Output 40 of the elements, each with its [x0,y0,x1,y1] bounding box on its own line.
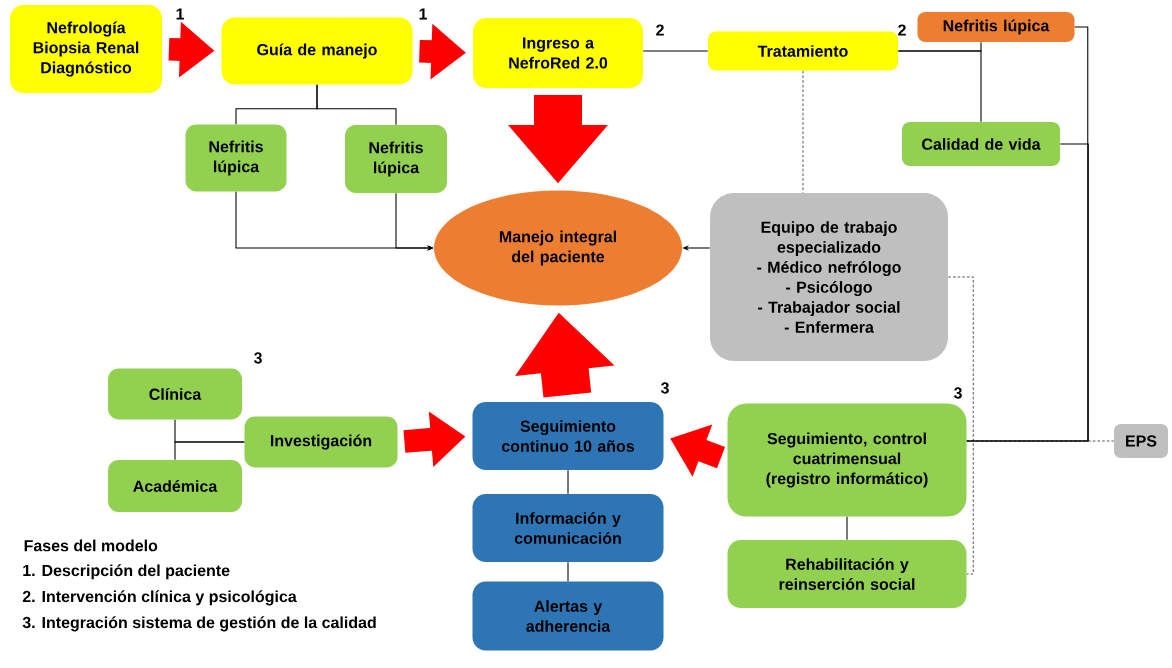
process-box: Alertas y adherencia [472,581,664,651]
process-box: Clínica [108,368,242,420]
phase-number: 1 [419,8,427,20]
process-box: Nefritis lúpica [345,125,447,193]
connector-line [897,50,982,123]
process-box: Académica [108,460,242,512]
phase-number: 3 [953,387,962,399]
phase-number: 3 [660,382,669,394]
connector-line [642,50,709,52]
connector-line [947,276,974,575]
phase-number: 3 [253,352,262,364]
connector-line [966,440,1115,442]
process-box: Equipo de trabajo especializado - Médico nefrólogo - Psicólogo - Trabajador social - Enfermera [710,193,948,361]
process-box: Rehabilitación y reinserción social [727,540,967,608]
phase-number: 2 [898,24,906,36]
phase-number: 1 [176,8,184,20]
process-box: Investigación [244,416,398,468]
process-box: Calidad de vida [902,122,1060,166]
process-box: EPS [1114,424,1168,458]
connector-line [802,70,804,194]
phase-number: 2 [656,24,664,36]
process-box: Nefritis lúpica [185,124,287,192]
legend-item: 2. Intervención clínica y psicológica [22,590,297,606]
process-box: Ingreso a NefroRed 2.0 [473,18,643,88]
process-box: Seguimiento, control cuatrimensual (registro informático) [727,403,967,517]
legend-item: 3. Integración sistema de gestión de la calidad [22,616,376,632]
process-box: Seguimiento continuo 10 años [472,402,664,470]
process-box: Nefritis lúpica [917,12,1075,42]
connector-line [567,561,569,582]
connector-line [316,84,397,126]
legend-item: 1. Descripción del paciente [23,564,230,580]
process-box: Tratamiento [708,31,898,71]
connector-line [174,441,245,461]
connector-line [567,469,569,495]
connector-line [846,516,848,541]
process-box: Nefrología Biopsia Renal Diagnóstico [10,5,162,93]
process-box: Información y comunicación [472,494,664,562]
process-box: Guía de manejo [221,17,413,85]
legend-heading: Fases del modelo [24,539,158,552]
connector-line [966,143,1089,442]
